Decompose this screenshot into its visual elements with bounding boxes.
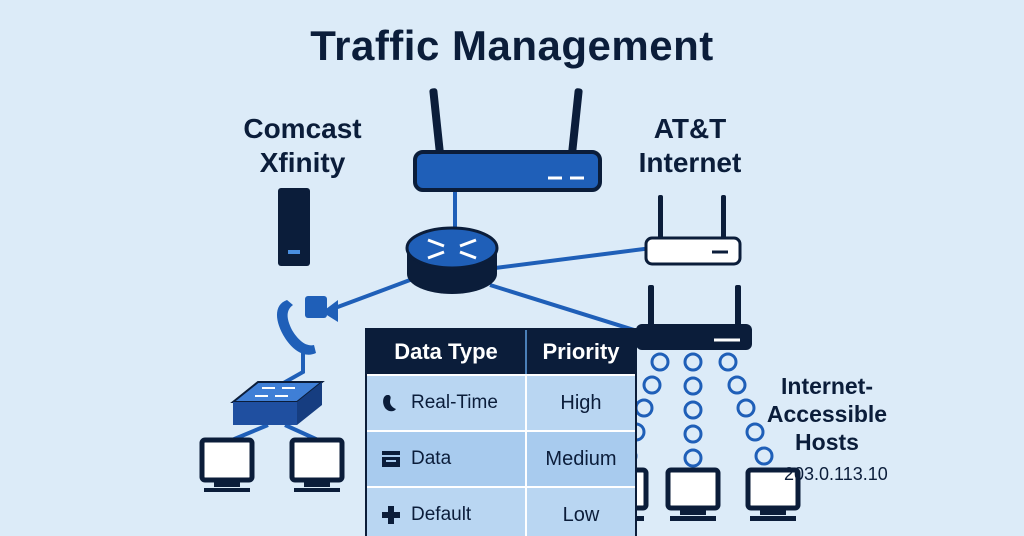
cell-data-type-label: Real-Time — [411, 392, 498, 413]
header-data-type: Data Type — [367, 330, 527, 374]
cell-data-type: Data — [367, 432, 527, 486]
cell-priority: High — [560, 391, 602, 414]
wireless-links — [618, 352, 774, 468]
switch-icon — [230, 381, 325, 425]
phone-bubble-icon — [383, 395, 396, 412]
modem-icon — [278, 188, 310, 266]
computer-icon-host-2 — [665, 467, 721, 521]
cell-data-type-label: Data — [411, 448, 452, 469]
att-router-icon — [644, 195, 742, 266]
stack-icon — [382, 451, 400, 467]
isp-label-comcast-line1: Comcast — [243, 113, 362, 144]
header-priority: Priority — [542, 339, 620, 364]
hosts-label-line3: Hosts — [795, 429, 859, 455]
hosts-label-line2: Accessible — [766, 401, 888, 427]
isp-label-att-line1: AT&T — [653, 113, 727, 144]
isp-label-att: AT&T Internet — [615, 112, 765, 180]
table-row: Real-Time High — [367, 374, 635, 430]
table-row: Default Low — [367, 486, 635, 536]
host-ip-address: 203.0.113.10 — [784, 464, 888, 484]
isp-label-comcast: Comcast Xfinity — [220, 112, 385, 180]
hosts-label: Internet- Accessible Hosts — [752, 372, 902, 456]
cell-priority: Medium — [545, 447, 617, 470]
priority-table: Data Type Priority Real-Time High Data M… — [365, 328, 637, 536]
table-header: Data Type Priority — [367, 330, 635, 374]
cell-data-type: Default — [367, 488, 527, 536]
link-core-to-wifi-router — [489, 283, 651, 337]
main-router-icon — [413, 88, 602, 192]
cell-data-type-label: Default — [411, 504, 472, 525]
phone-icon — [277, 296, 327, 355]
cell-priority: Low — [562, 503, 600, 526]
arrow-head — [322, 300, 338, 322]
cell-data-type: Real-Time — [367, 376, 527, 430]
computer-icon-left-1 — [199, 437, 255, 492]
computer-icon-host-3 — [745, 467, 801, 521]
wifi-router-icon — [636, 285, 752, 350]
page-title: Traffic Management — [310, 22, 714, 69]
link-phone-to-switch — [279, 345, 305, 387]
link-core-to-att-router — [494, 246, 653, 270]
table-row: Data Medium — [367, 430, 635, 486]
computer-icon-left-2 — [289, 437, 345, 492]
isp-label-att-line2: Internet — [638, 147, 742, 178]
core-router-icon — [405, 226, 499, 294]
plus-icon — [382, 506, 400, 524]
isp-label-comcast-line2: Xfinity — [259, 147, 346, 178]
link-core-to-phone — [334, 278, 411, 310]
hosts-label-line1: Internet- — [781, 373, 873, 399]
